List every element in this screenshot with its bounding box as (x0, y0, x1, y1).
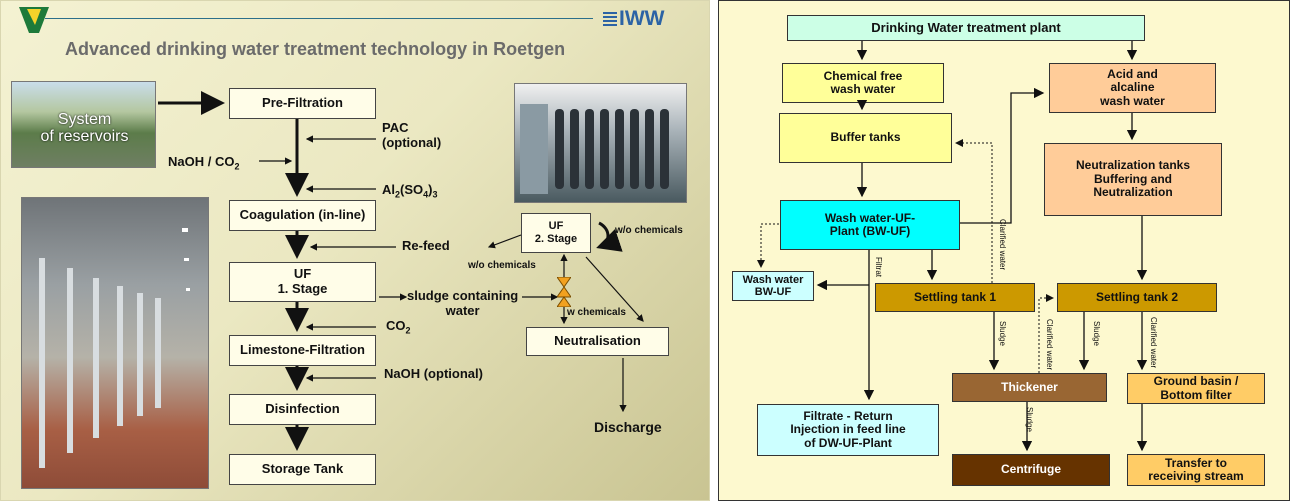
centrifuge-box: Centrifuge (952, 454, 1110, 486)
header-line (45, 18, 593, 19)
clarified-water-3-label: Clarified water (1149, 317, 1158, 369)
sludge-2-label: Sludge (1092, 321, 1101, 346)
logo-icon (19, 7, 49, 33)
naoh-optional-label: NaOH (optional) (384, 366, 483, 381)
prefiltration-box: Pre-Filtration (229, 88, 376, 119)
sludge-3-label: Sludge (1025, 407, 1034, 432)
w-chemicals-label: w chemicals (567, 307, 626, 318)
disinfection-box: Disinfection (229, 394, 376, 425)
clarified-water-2-label: Clarified water (1045, 319, 1054, 371)
aluminium-sulfate-label: Al2(SO4)3 (382, 182, 438, 200)
wo-chemicals-top-label: w/o chemicals (615, 225, 683, 236)
clarified-water-1-label: Clarified water (998, 219, 1007, 271)
left-flow-arrows (158, 91, 644, 451)
settling-tank-1-box: Settling tank 1 (875, 283, 1035, 312)
filtrat-label: Filtrat (874, 257, 883, 277)
plant-hall-photo (21, 197, 209, 489)
settling-tank-2-box: Settling tank 2 (1057, 283, 1217, 312)
brand-logo: IWW (603, 7, 664, 31)
thickener-box: Thickener (952, 373, 1107, 402)
co2-label: CO2 (386, 318, 411, 336)
wash-water-flowchart: Drinking Water treatment plant Chemical … (718, 0, 1290, 501)
coagulation-box: Coagulation (in-line) (229, 200, 376, 231)
wo-chemicals-left-label: w/o chemicals (468, 260, 536, 271)
slide-title: Advanced drinking water treatment techno… (65, 39, 566, 59)
sludge-1-label: Sludge (998, 321, 1007, 346)
neutralisation-box: Neutralisation (526, 327, 669, 356)
valve-icon (556, 276, 572, 308)
pac-label: PAC(optional) (382, 120, 442, 150)
right-flow-arrows (757, 41, 1148, 452)
uf-plant-box: Wash water-UF-Plant (BW-UF) (780, 200, 960, 250)
discharge-label: Discharge (594, 419, 662, 435)
buffer-box: Buffer tanks (779, 113, 952, 163)
ground-basin-box: Ground basin /Bottom filter (1127, 373, 1265, 404)
limestone-box: Limestone-Filtration (229, 335, 376, 366)
storage-box: Storage Tank (229, 454, 376, 485)
roetgen-slide: IWW Advanced drinking water treatment te… (0, 0, 710, 501)
refeed-label: Re-feed (402, 238, 450, 253)
uf-membrane-photo (514, 83, 687, 203)
naoh-co2-label: NaOH / CO2 (168, 154, 240, 172)
plant-box: Drinking Water treatment plant (787, 15, 1145, 41)
